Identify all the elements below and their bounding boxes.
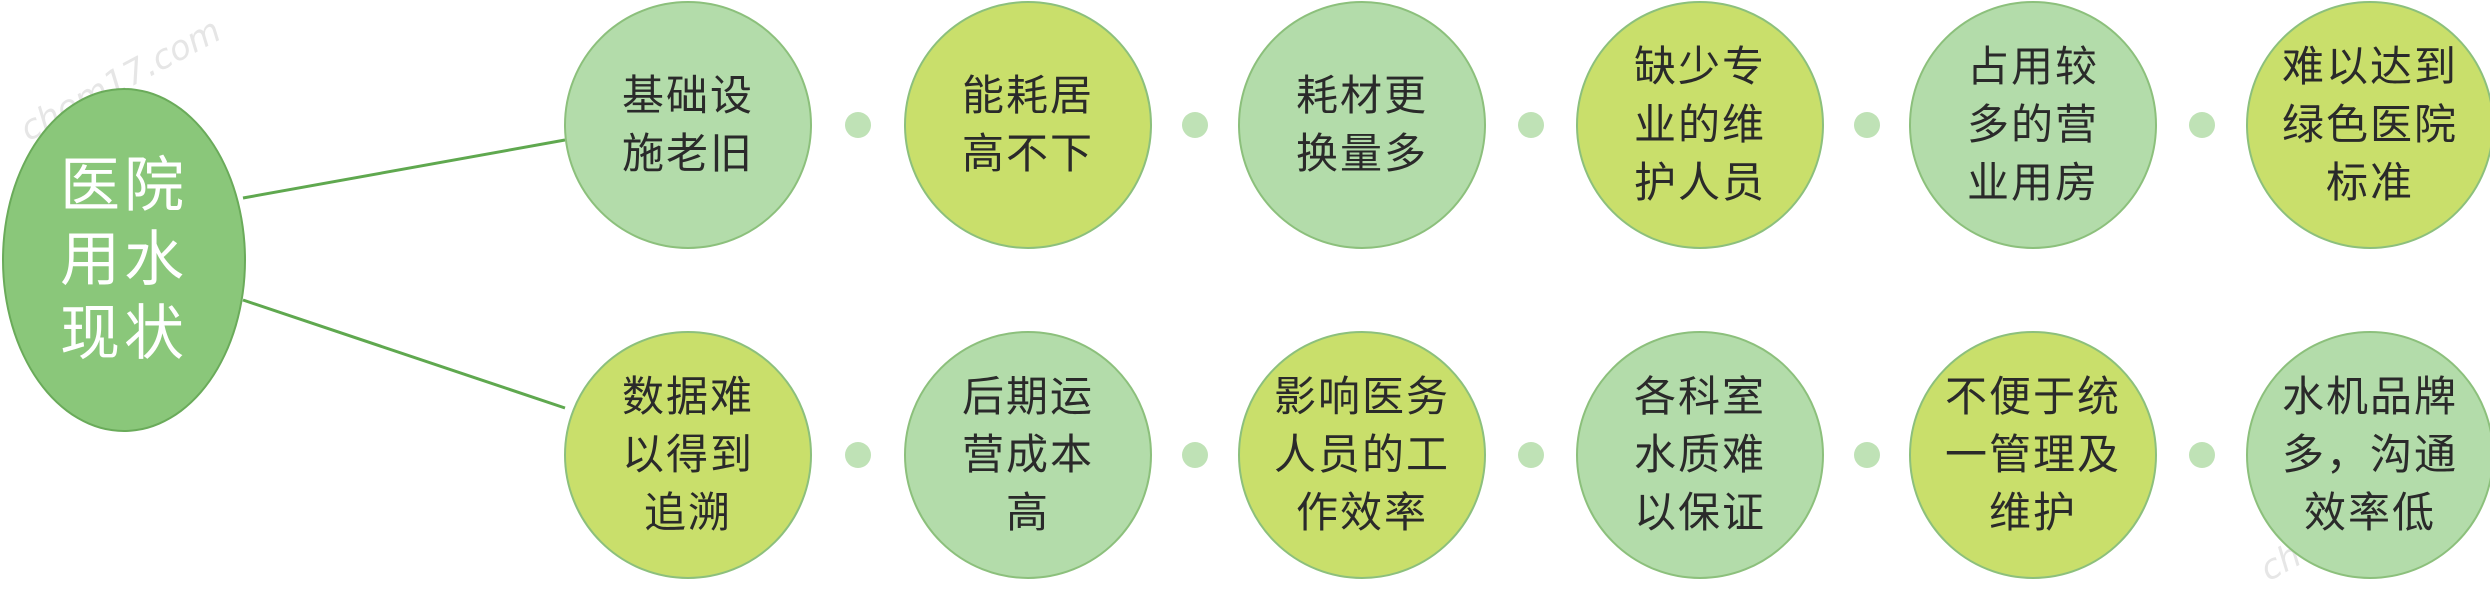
issue-label: 难以达到绿色医院标准 (2282, 38, 2458, 212)
issue-label-line: 业用房 (1966, 158, 2099, 207)
separator-dot (1182, 442, 1208, 468)
issue-label-line: 难以达到 (2281, 42, 2458, 91)
issue-label-line: 能耗居 (961, 71, 1094, 120)
issue-label: 基础设施老旧 (622, 67, 754, 183)
issue-node: 数据难以得到追溯 (564, 331, 812, 579)
issue-label-line: 追溯 (643, 488, 732, 537)
issue-label: 水机品牌多，沟通效率低 (2282, 368, 2458, 542)
issue-label-line: 缺少专 (1633, 42, 1766, 91)
issue-label-line: 水机品牌 (2281, 372, 2458, 421)
issue-label-line: 多的营 (1966, 100, 2099, 149)
issue-label-line: 水质难 (1633, 430, 1766, 479)
issue-label-line: 护人员 (1633, 158, 1766, 207)
issue-node: 各科室水质难以保证 (1576, 331, 1824, 579)
issue-label: 影响医务人员的工作效率 (1274, 368, 1450, 542)
issue-label-line: 换量多 (1295, 129, 1428, 178)
issue-node: 后期运营成本高 (904, 331, 1152, 579)
issue-label: 耗材更换量多 (1296, 67, 1428, 183)
issue-label: 各科室水质难以保证 (1634, 368, 1766, 542)
issue-label-line: 高不下 (961, 129, 1094, 178)
issue-node: 难以达到绿色医院标准 (2246, 1, 2490, 249)
separator-dot (845, 112, 871, 138)
issue-label-line: 效率低 (2303, 488, 2436, 537)
issue-node: 影响医务人员的工作效率 (1238, 331, 1486, 579)
issue-label-line: 占用较 (1966, 42, 2099, 91)
connector-line-bottom (242, 298, 566, 410)
issue-label-line: 作效率 (1295, 488, 1428, 537)
issue-label-line: 后期运 (961, 372, 1094, 421)
separator-dot (845, 442, 871, 468)
separator-dot (1518, 442, 1544, 468)
issue-node: 不便于统一管理及维护 (1909, 331, 2157, 579)
issue-node: 水机品牌多，沟通效率低 (2246, 331, 2490, 579)
issue-label-line: 一管理及 (1944, 430, 2121, 479)
issue-node: 耗材更换量多 (1238, 1, 1486, 249)
main-topic-label: 医院 用水 现状 (60, 151, 188, 369)
separator-dot (1182, 112, 1208, 138)
issue-label-line: 维护 (1988, 488, 2077, 537)
issue-label-line: 以保证 (1633, 488, 1766, 537)
separator-dot (2188, 442, 2215, 468)
issue-label-line: 各科室 (1633, 372, 1766, 421)
issue-label: 能耗居高不下 (962, 67, 1094, 183)
main-topic-node: 医院 用水 现状 (2, 88, 246, 432)
issue-node: 占用较多的营业用房 (1909, 1, 2157, 249)
issue-label: 数据难以得到追溯 (622, 368, 754, 542)
issue-node: 能耗居高不下 (904, 1, 1152, 249)
issue-label-line: 营成本 (961, 430, 1094, 479)
issue-label-line: 标准 (2325, 158, 2414, 207)
issue-label-line: 人员的工 (1273, 430, 1450, 479)
issue-label-line: 业的维 (1633, 100, 1766, 149)
issue-label-line: 多，沟通 (2281, 430, 2458, 479)
separator-dot (2188, 112, 2215, 138)
issue-label-line: 基础设 (621, 71, 754, 120)
issue-label-line: 绿色医院 (2281, 100, 2458, 149)
issue-label: 后期运营成本高 (962, 368, 1094, 542)
separator-dot (1853, 442, 1880, 468)
issue-label: 不便于统一管理及维护 (1945, 368, 2121, 542)
issue-node: 基础设施老旧 (564, 1, 812, 249)
connector-line-top (242, 138, 566, 200)
issue-label-line: 以得到 (621, 430, 754, 479)
separator-dot (1853, 112, 1880, 138)
issue-label-line: 数据难 (621, 372, 754, 421)
issue-label-line: 耗材更 (1295, 71, 1428, 120)
issue-label-line: 不便于统 (1944, 372, 2121, 421)
issue-label-line: 施老旧 (621, 129, 754, 178)
separator-dot (1518, 112, 1544, 138)
issue-label-line: 高 (1005, 488, 1050, 537)
issue-label: 占用较多的营业用房 (1967, 38, 2099, 212)
issue-label-line: 影响医务 (1273, 372, 1450, 421)
issue-node: 缺少专业的维护人员 (1576, 1, 1824, 249)
issue-label: 缺少专业的维护人员 (1634, 38, 1766, 212)
